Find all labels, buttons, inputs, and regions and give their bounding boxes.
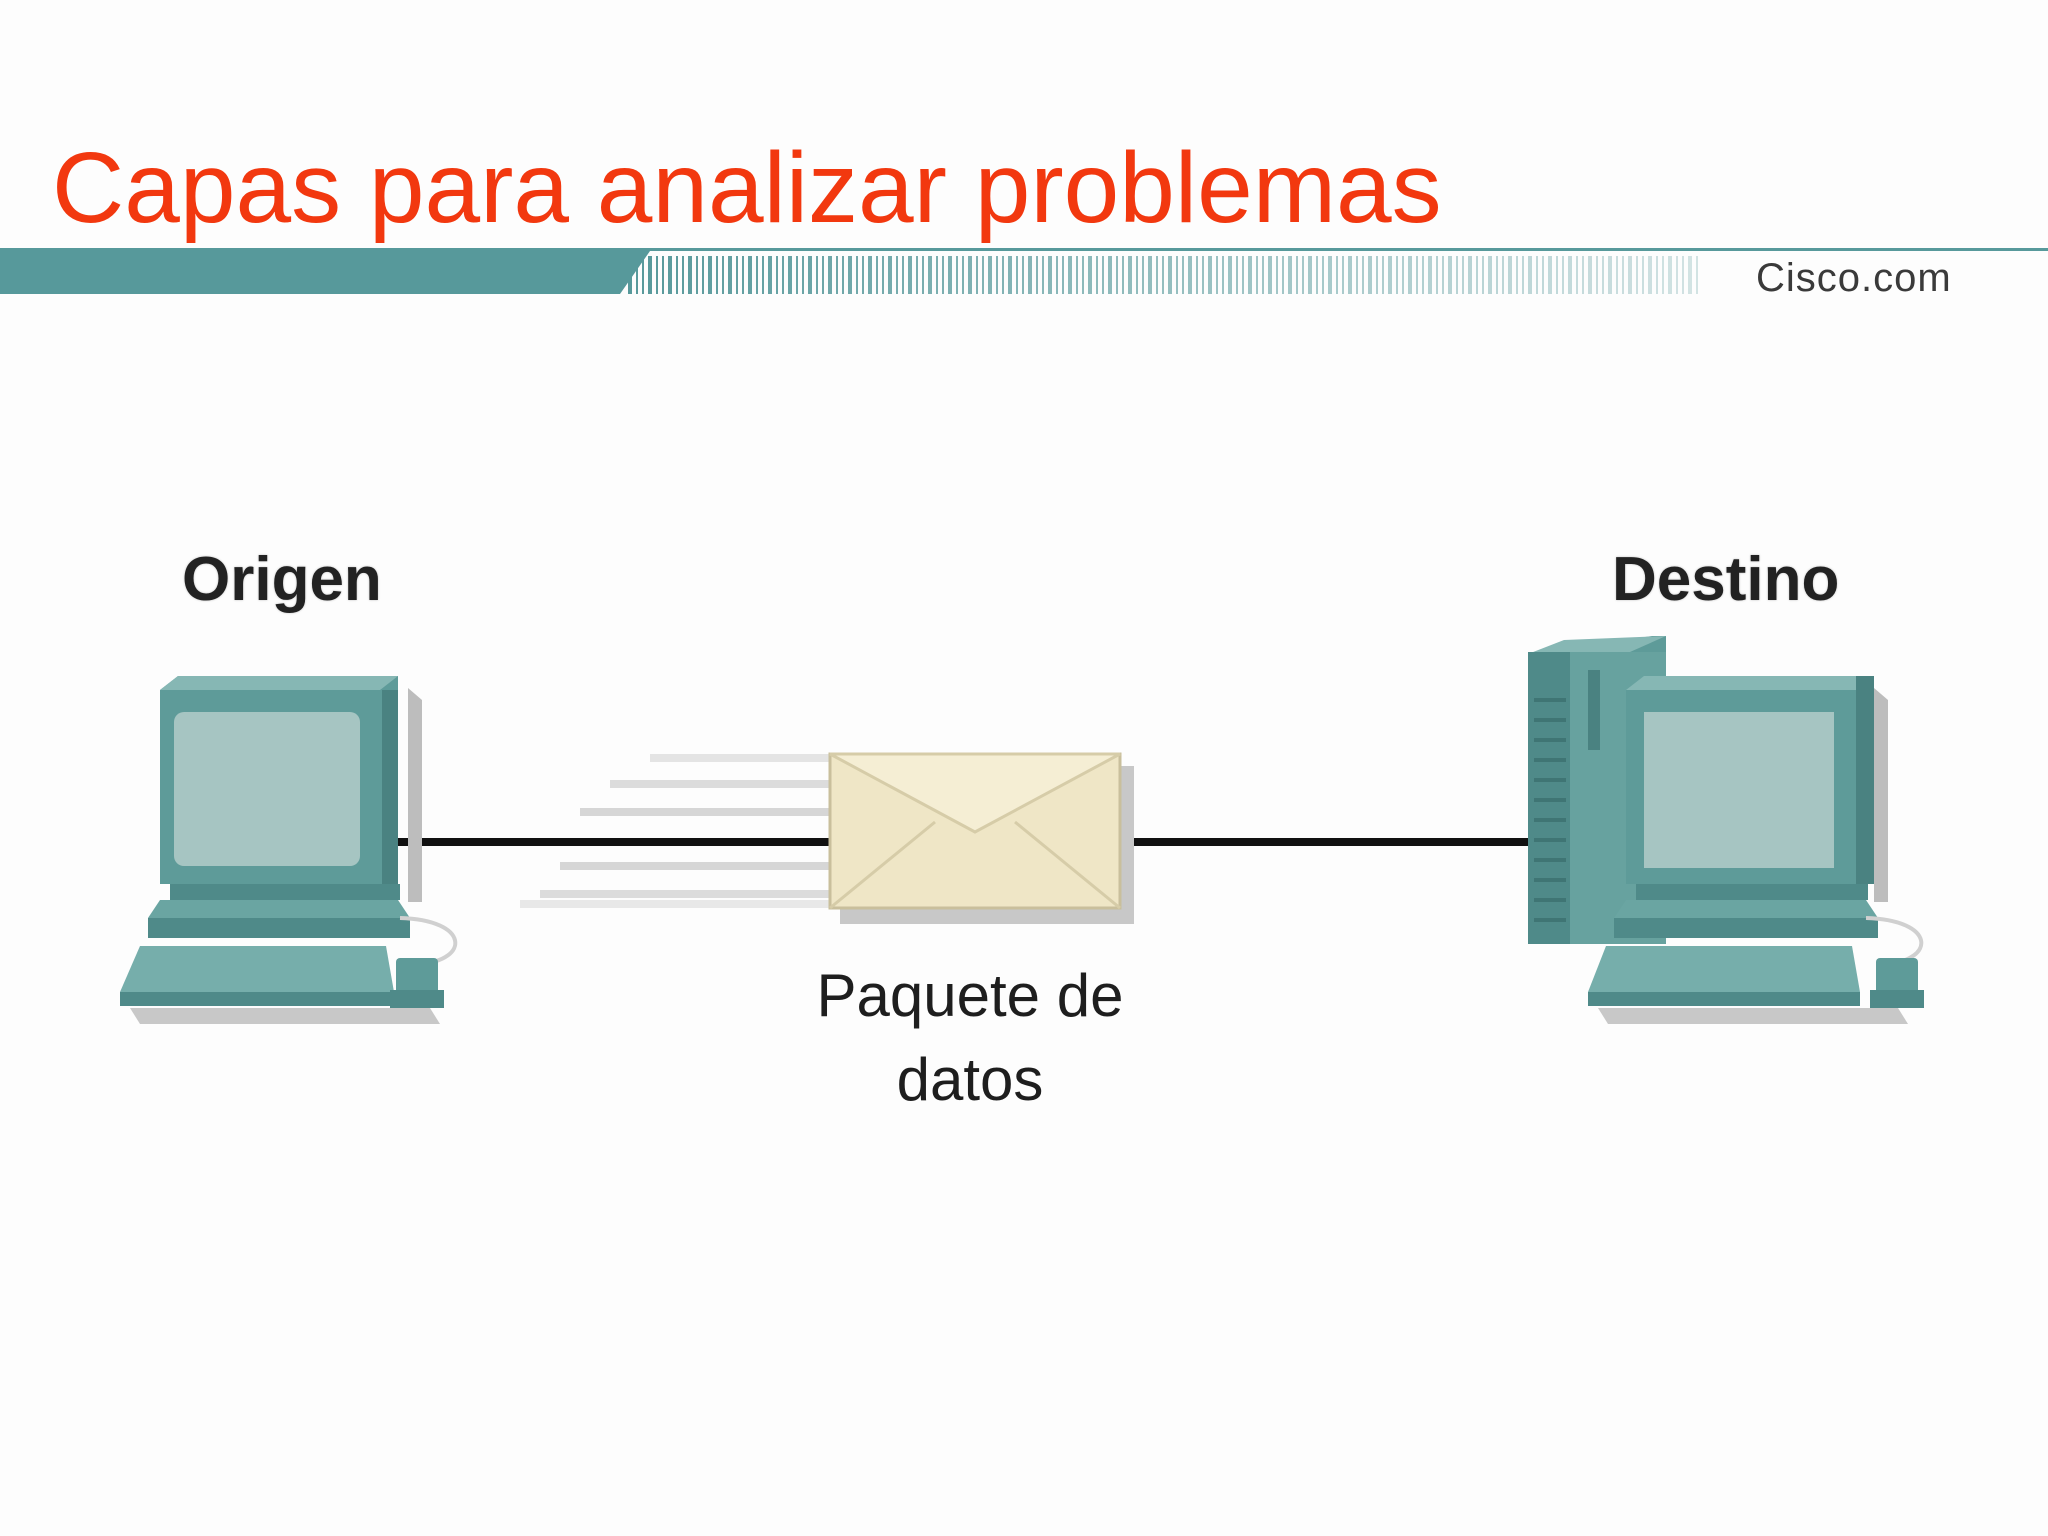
source-label: Origen <box>182 545 382 614</box>
envelope-icon <box>828 752 1134 924</box>
tower-computer-icon <box>1528 636 1924 1024</box>
destination-label: Destino <box>1612 545 1840 614</box>
packet-label-line1: Paquete de <box>816 962 1124 1029</box>
slide-title: Capas para analizar problemas <box>52 132 1442 244</box>
motion-lines <box>520 754 830 908</box>
desktop-computer-icon <box>120 676 458 1024</box>
cisco-brand: Cisco.com <box>1756 256 1952 300</box>
title-banner <box>0 248 2048 294</box>
packet-label: Paquete de datos <box>760 954 1180 1122</box>
packet-label-line2: datos <box>896 1046 1044 1113</box>
